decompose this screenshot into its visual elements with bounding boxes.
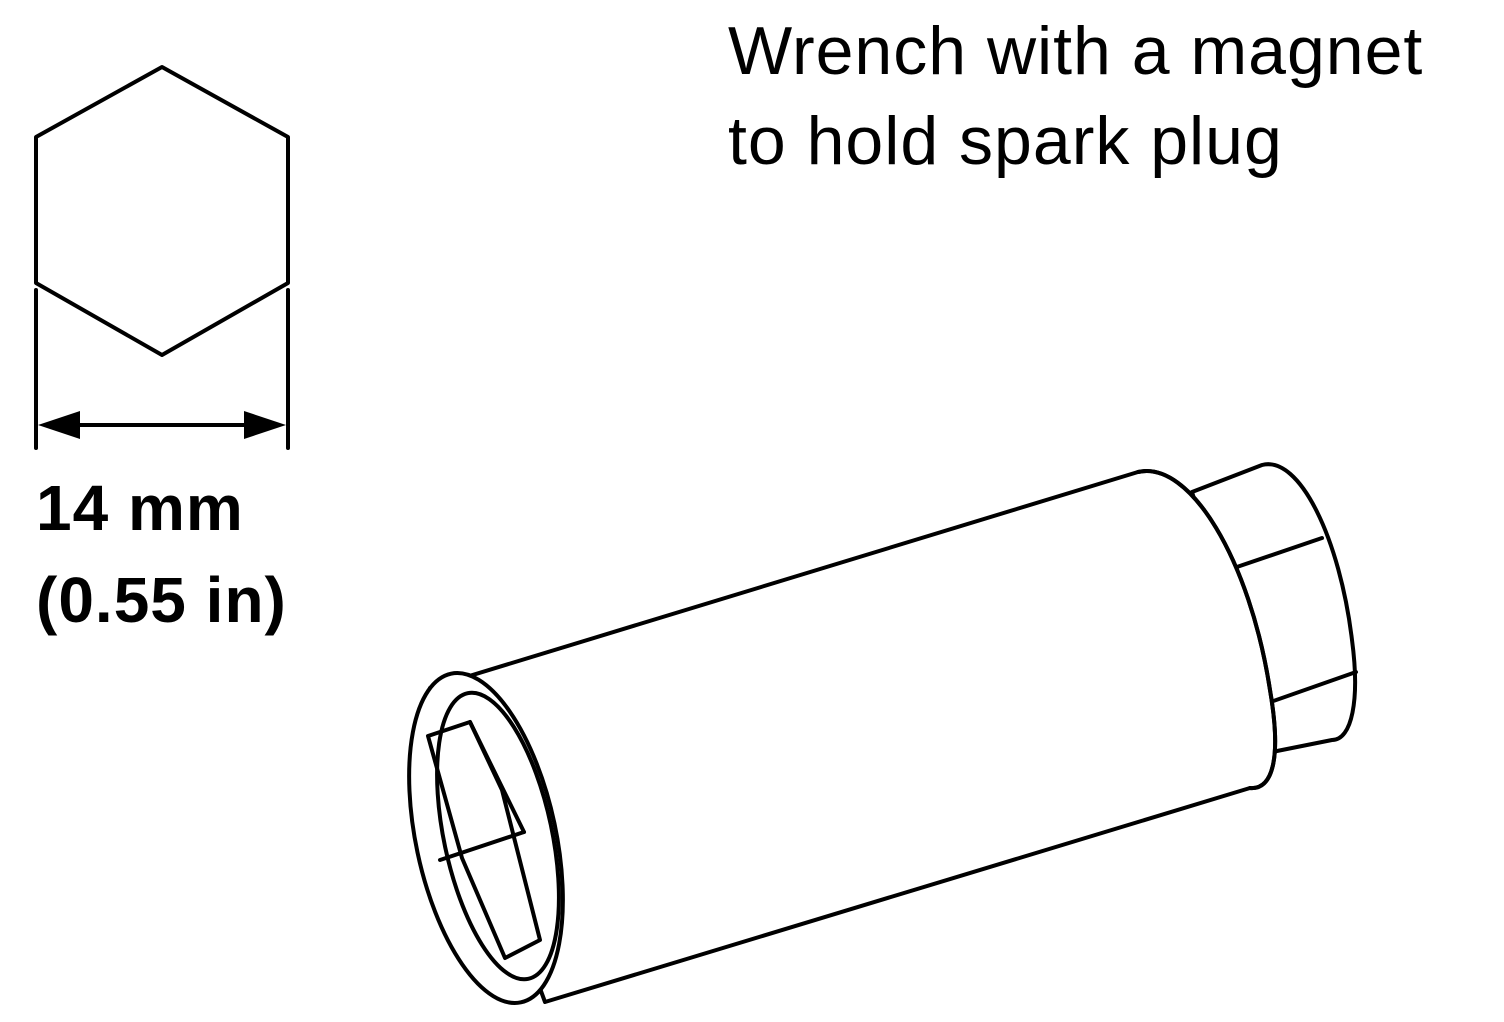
dimension-imperial: (0.55 in) <box>36 564 287 636</box>
drive-end <box>1190 462 1358 754</box>
wrench-caption: Wrench with a magnet to hold spark plug <box>728 6 1423 186</box>
dimension-metric: 14 mm <box>36 472 244 544</box>
spark-plug-socket-icon <box>407 462 1358 1005</box>
socket-body <box>428 469 1278 1004</box>
dimension-label: 14 mm (0.55 in) <box>36 462 287 646</box>
caption-line-2: to hold spark plug <box>728 103 1283 179</box>
dimension-arrow <box>34 288 290 450</box>
socket-opening <box>407 671 565 1005</box>
caption-line-1: Wrench with a magnet <box>728 13 1424 89</box>
hexagon-profile-icon <box>34 65 290 357</box>
